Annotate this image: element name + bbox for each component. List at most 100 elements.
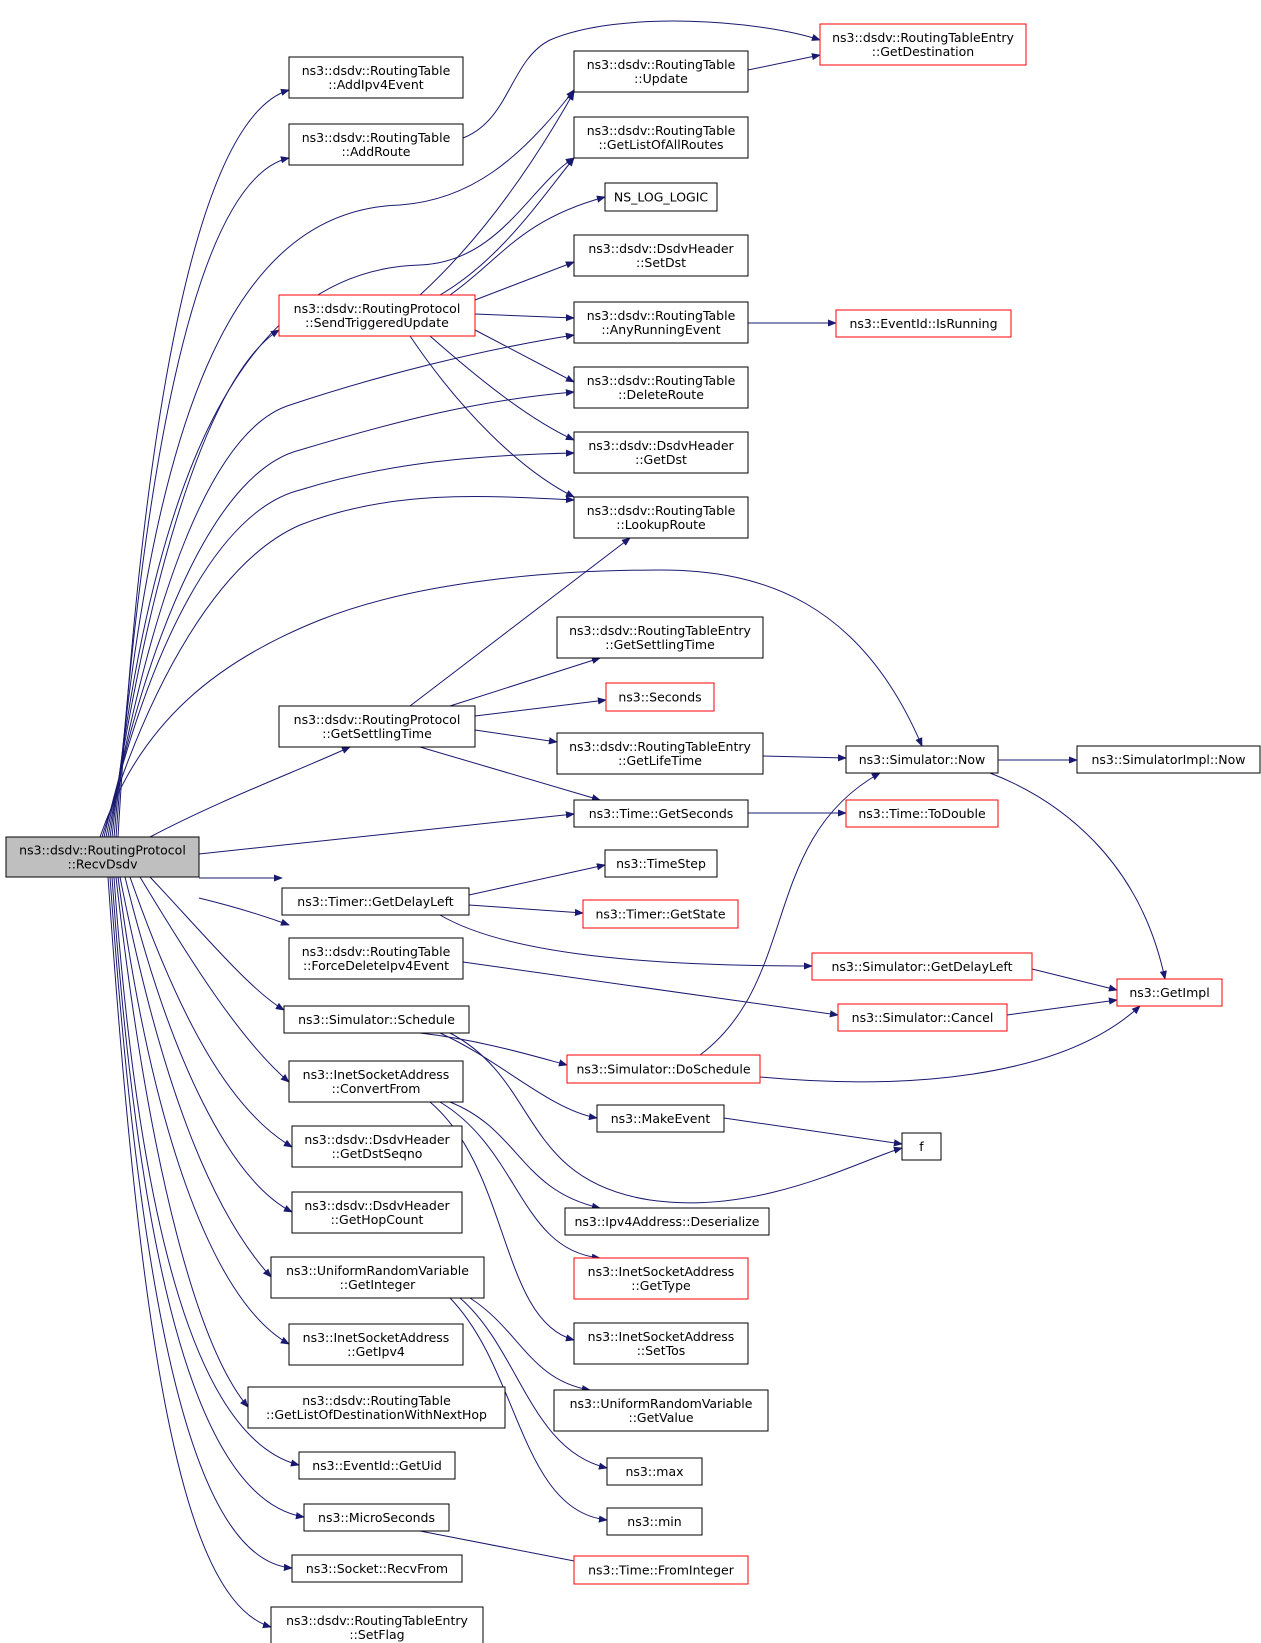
node-box xyxy=(819,23,1027,66)
node-label-line: ::ForceDeleteIpv4Event xyxy=(303,958,449,973)
node-label-line: ns3::dsdv::RoutingProtocol xyxy=(294,712,461,727)
node-box xyxy=(573,1257,749,1300)
node-getipv4[interactable]: ns3::InetSocketAddress::GetIpv4 xyxy=(288,1323,464,1366)
node-makeevent[interactable]: ns3::MakeEvent xyxy=(596,1104,725,1133)
node-isrunning[interactable]: ns3::EventId::IsRunning xyxy=(835,309,1012,338)
node-convertfrom[interactable]: ns3::InetSocketAddress::ConvertFrom xyxy=(288,1060,464,1103)
node-entry-getsettlingtime[interactable]: ns3::dsdv::RoutingTableEntry::GetSettlin… xyxy=(556,616,764,659)
node-lookuproute[interactable]: ns3::dsdv::RoutingTable::LookupRoute xyxy=(573,496,749,539)
node-timer-getstate[interactable]: ns3::Timer::GetState xyxy=(582,899,739,929)
edge-sendtriggeredupdate-to-lookuproute xyxy=(409,335,575,498)
edge-recvdsdv-to-getinteger xyxy=(119,876,272,1278)
node-settos[interactable]: ns3::InetSocketAddress::SetTos xyxy=(573,1322,749,1365)
node-label-line: ns3::Simulator::Now xyxy=(859,752,986,767)
node-frominteger[interactable]: ns3::Time::FromInteger xyxy=(573,1555,749,1585)
edge-recvdsdv-to-time_getseconds xyxy=(198,811,575,855)
node-label-line: ns3::InetSocketAddress xyxy=(588,1329,735,1344)
node-box xyxy=(573,1322,749,1365)
node-label-line: ns3::MakeEvent xyxy=(611,1111,711,1126)
node-label-line: ::GetDst xyxy=(635,452,687,467)
node-anyrunningevent[interactable]: ns3::dsdv::RoutingTable::AnyRunningEvent xyxy=(573,301,749,344)
node-doschedule[interactable]: ns3::Simulator::DoSchedule xyxy=(566,1054,761,1084)
node-update[interactable]: ns3::dsdv::RoutingTable::Update xyxy=(573,50,749,93)
edge-timer_getdelayleft-to-timer_getstate xyxy=(468,904,584,917)
node-box xyxy=(604,182,718,212)
edge-recvdsdv-to-getdstseqno xyxy=(129,876,293,1148)
node-addroute[interactable]: ns3::dsdv::RoutingTable::AddRoute xyxy=(288,123,464,166)
node-label-line: ns3::dsdv::RoutingTable xyxy=(302,944,451,959)
edge-getinteger-to-getvalue xyxy=(469,1297,591,1393)
node-deleteroute[interactable]: ns3::dsdv::RoutingTable::DeleteRoute xyxy=(573,366,749,409)
edge-recvdsdv-to-update xyxy=(113,89,575,838)
node-label-line: ns3::dsdv::RoutingTableEntry xyxy=(286,1613,468,1628)
node-label-line: ns3::UniformRandomVariable xyxy=(570,1396,753,1411)
node-max[interactable]: ns3::max xyxy=(606,1457,703,1486)
edge-update-to-getdestination xyxy=(747,53,821,71)
edge-timer_getdelayleft-to-simulator_getdelayleft xyxy=(439,914,813,970)
node-f[interactable]: f xyxy=(901,1132,942,1161)
node-forcedeleteipv4event[interactable]: ns3::dsdv::RoutingTable::ForceDeleteIpv4… xyxy=(288,937,464,980)
node-deserialize[interactable]: ns3::Ipv4Address::Deserialize xyxy=(564,1207,770,1236)
node-box xyxy=(573,366,749,409)
node-simulator-getdelayleft[interactable]: ns3::Simulator::GetDelayLeft xyxy=(811,952,1033,981)
node-gettype[interactable]: ns3::InetSocketAddress::GetType xyxy=(573,1257,749,1300)
node-box xyxy=(606,1457,703,1486)
node-recvdsdv[interactable]: ns3::dsdv::RoutingProtocol::RecvDsdv xyxy=(5,836,200,878)
node-microseconds[interactable]: ns3::MicroSeconds xyxy=(303,1503,450,1532)
node-timestep[interactable]: ns3::TimeStep xyxy=(604,849,718,878)
node-simulator-now[interactable]: ns3::Simulator::Now xyxy=(845,745,999,774)
node-label-line: ns3::Timer::GetState xyxy=(595,907,725,922)
node-getdst[interactable]: ns3::dsdv::DsdvHeader::GetDst xyxy=(573,431,749,474)
node-label-line: ::AddIpv4Event xyxy=(328,77,424,92)
node-getinteger[interactable]: ns3::UniformRandomVariable::GetInteger xyxy=(270,1256,485,1299)
node-label-line: ::AddRoute xyxy=(342,144,411,159)
edge-recvdsdv-to-getlistofdestinationwithnexthop xyxy=(115,876,249,1408)
node-box xyxy=(573,799,749,828)
node-label-line: ns3::dsdv::RoutingTable xyxy=(587,123,736,138)
node-getlistofallroutes[interactable]: ns3::dsdv::RoutingTable::GetListOfAllRou… xyxy=(573,116,749,159)
node-simulator-cancel[interactable]: ns3::Simulator::Cancel xyxy=(837,1003,1008,1032)
edge-timer_getdelayleft-to-timestep xyxy=(468,863,606,896)
node-sendtriggeredupdate[interactable]: ns3::dsdv::RoutingProtocol::SendTriggere… xyxy=(278,294,476,337)
node-box xyxy=(573,496,749,539)
node-setflag[interactable]: ns3::dsdv::RoutingTableEntry::SetFlag xyxy=(270,1606,484,1643)
node-simulatorimpl-now[interactable]: ns3::SimulatorImpl::Now xyxy=(1076,745,1261,774)
node-setdst[interactable]: ns3::dsdv::DsdvHeader::SetDst xyxy=(573,234,749,277)
node-label-line: ::GetListOfAllRoutes xyxy=(598,137,723,152)
edges-layer xyxy=(99,20,1167,1629)
node-recvfrom[interactable]: ns3::Socket::RecvFrom xyxy=(291,1554,463,1583)
node-label-line: ns3::InetSocketAddress xyxy=(303,1330,450,1345)
node-getimpl[interactable]: ns3::GetImpl xyxy=(1116,978,1223,1007)
edge-proto_getsettlingtime-to-getlifetime xyxy=(474,729,558,745)
edge-proto_getsettlingtime-to-entry_getsettlingtime xyxy=(449,657,601,707)
node-box xyxy=(303,1503,450,1532)
edge-recvdsdv-to-gethopcount xyxy=(124,876,293,1213)
node-gethopcount[interactable]: ns3::dsdv::DsdvHeader::GetHopCount xyxy=(291,1191,463,1234)
node-getlistofdestinationwithnexthop[interactable]: ns3::dsdv::RoutingTable::GetListOfDestin… xyxy=(247,1386,506,1429)
node-timer-getdelayleft[interactable]: ns3::Timer::GetDelayLeft xyxy=(281,887,470,916)
node-getuid[interactable]: ns3::EventId::GetUid xyxy=(298,1451,456,1480)
node-box xyxy=(556,732,764,775)
node-time-getseconds[interactable]: ns3::Time::GetSeconds xyxy=(573,799,749,828)
node-simulator-schedule[interactable]: ns3::Simulator::Schedule xyxy=(283,1005,470,1034)
node-seconds[interactable]: ns3::Seconds xyxy=(605,682,715,712)
node-label-line: ns3::Simulator::GetDelayLeft xyxy=(832,959,1013,974)
node-proto-getsettlingtime[interactable]: ns3::dsdv::RoutingProtocol::GetSettlingT… xyxy=(278,705,476,748)
edge-recvdsdv-to-recvfrom xyxy=(109,876,293,1571)
node-addipv4event[interactable]: ns3::dsdv::RoutingTable::AddIpv4Event xyxy=(288,56,464,99)
edge-sendtriggeredupdate-to-getlistofallroutes xyxy=(439,157,575,296)
node-box xyxy=(291,1191,463,1234)
node-getdestination[interactable]: ns3::dsdv::RoutingTableEntry::GetDestina… xyxy=(819,23,1027,66)
node-getdstseqno[interactable]: ns3::dsdv::DsdvHeader::GetDstSeqno xyxy=(291,1125,463,1168)
node-todouble[interactable]: ns3::Time::ToDouble xyxy=(845,799,999,828)
node-min[interactable]: ns3::min xyxy=(606,1507,703,1536)
edge-recvdsdv-to-setflag xyxy=(107,876,272,1629)
node-getvalue[interactable]: ns3::UniformRandomVariable::GetValue xyxy=(553,1389,769,1432)
node-box xyxy=(298,1451,456,1480)
node-box xyxy=(247,1386,506,1429)
node-ns-log-logic[interactable]: NS_LOG_LOGIC xyxy=(604,182,718,212)
node-getlifetime[interactable]: ns3::dsdv::RoutingTableEntry::GetLifeTim… xyxy=(556,732,764,775)
node-box xyxy=(1076,745,1261,774)
node-box xyxy=(564,1207,770,1236)
node-label-line: ns3::EventId::IsRunning xyxy=(849,316,997,331)
